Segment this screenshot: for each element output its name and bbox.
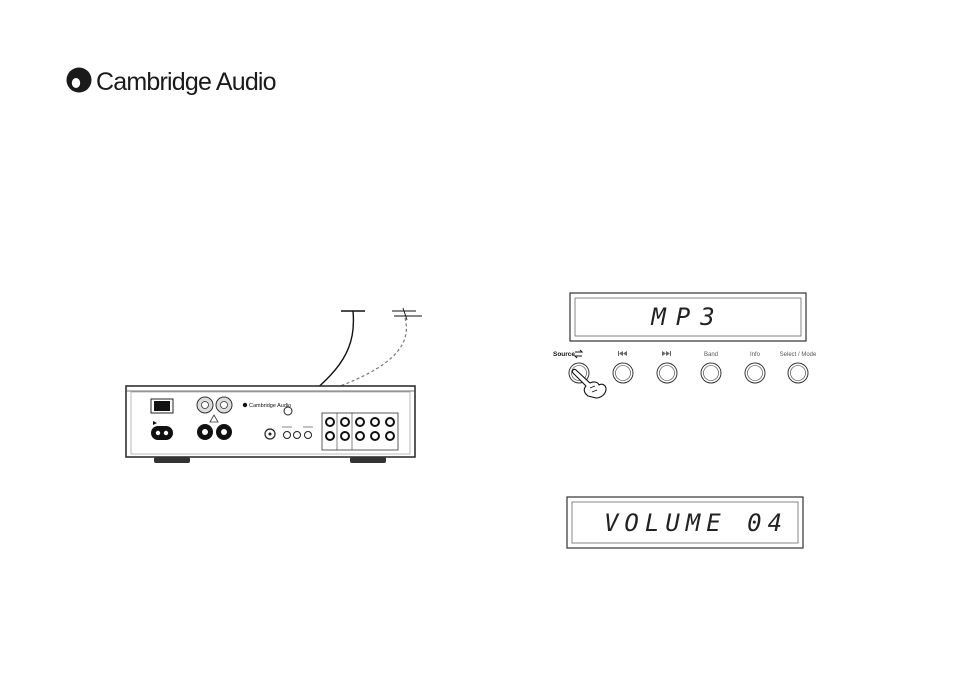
- band-label: Band: [704, 352, 718, 358]
- display-volume: VOLUME 04: [604, 509, 788, 537]
- select-mode-button[interactable]: [788, 363, 808, 383]
- cycle-arrows-icon: [575, 350, 582, 358]
- skip-forward-button[interactable]: [657, 363, 677, 383]
- source-label: Source: [553, 351, 575, 358]
- info-button[interactable]: [745, 363, 765, 383]
- front-panel: MP3 Source Band Info Select / Mode: [553, 293, 817, 398]
- skip-back-button[interactable]: [613, 363, 633, 383]
- info-label: Info: [750, 352, 761, 358]
- select-mode-label: Select / Mode: [780, 352, 817, 358]
- rear-panel-chassis: Cambridge Audio: [126, 386, 415, 463]
- skip-forward-icon: [662, 351, 671, 356]
- band-button[interactable]: [701, 363, 721, 383]
- skip-back-icon: [618, 351, 627, 356]
- rear-panel-logo: Cambridge Audio: [249, 403, 291, 409]
- display-mp3: MP3: [650, 303, 724, 331]
- volume-display: VOLUME 04: [567, 497, 803, 548]
